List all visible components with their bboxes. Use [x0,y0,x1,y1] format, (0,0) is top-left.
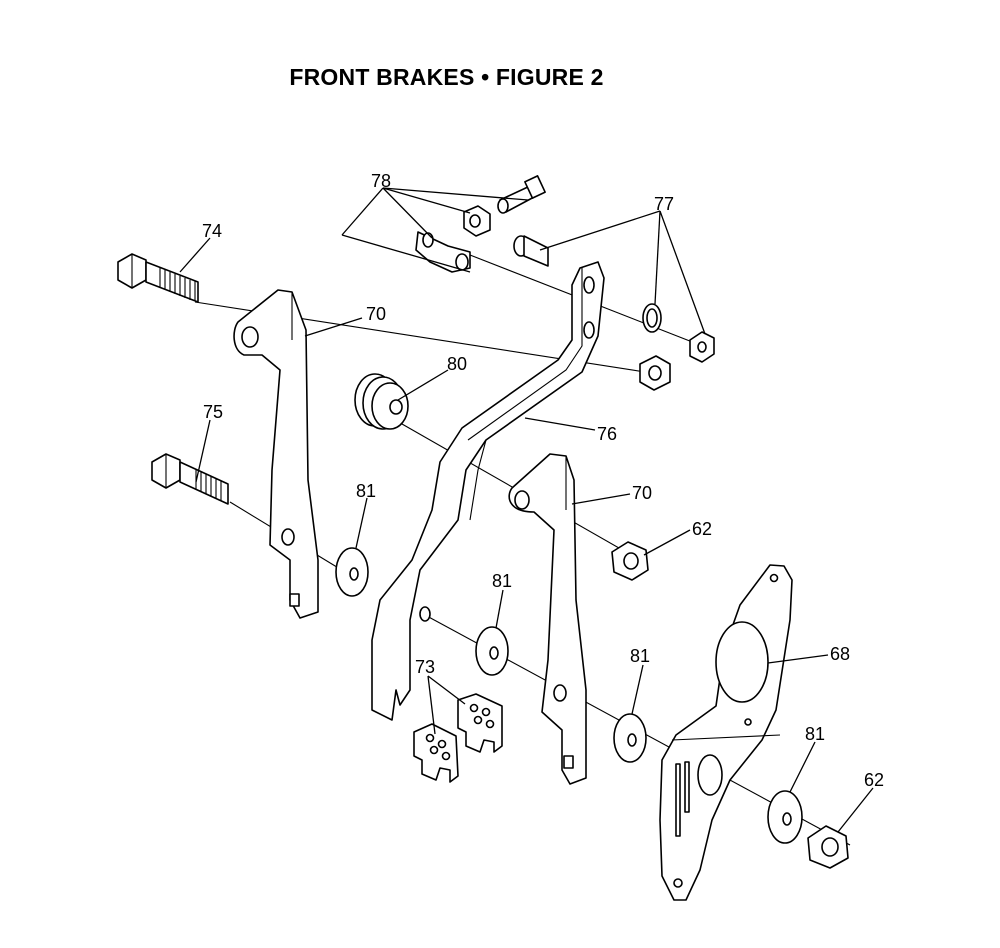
part-81-washer-c [613,713,647,763]
part-75-bolt [151,453,229,505]
part-76-bracket [371,261,605,721]
callout-81-a: 81 [356,481,376,501]
callout-62-upper: 62 [692,519,712,539]
part-81-washer-a [335,547,369,597]
part-68-plate [659,564,793,901]
callout-81-b: 81 [492,571,512,591]
part-81-washer-d [767,790,803,844]
callout-74: 74 [202,221,222,241]
part-70-right-arm [508,453,587,785]
callout-81-c: 81 [630,646,650,666]
callout-75: 75 [203,402,223,422]
figure-title: FRONT BRAKES • FIGURE 2 [289,64,604,90]
part-62-nut-lower [807,825,849,869]
bracket-nut [639,355,671,391]
callout-76: 76 [597,424,617,444]
leader-lines [179,187,874,833]
callout-70-lower: 70 [632,483,652,503]
part-70-left-arm [233,289,319,619]
part-73-brake-pads [413,693,503,783]
part-77-hardware [513,235,715,363]
part-78-fittings [415,175,546,273]
callout-80: 80 [447,354,467,374]
part-62-nut-upper [611,541,649,581]
callout-78: 78 [371,171,391,191]
part-80-spacer [354,373,409,430]
callout-labels: 78 77 74 70 80 75 76 81 70 62 81 73 81 6… [202,171,884,790]
callout-81-d: 81 [805,724,825,744]
callout-77: 77 [654,194,674,214]
part-81-washer-b [475,626,509,676]
callout-68: 68 [830,644,850,664]
part-74-bolt [117,253,199,303]
callout-73: 73 [415,657,435,677]
callout-62-lower: 62 [864,770,884,790]
callout-70-upper: 70 [366,304,386,324]
